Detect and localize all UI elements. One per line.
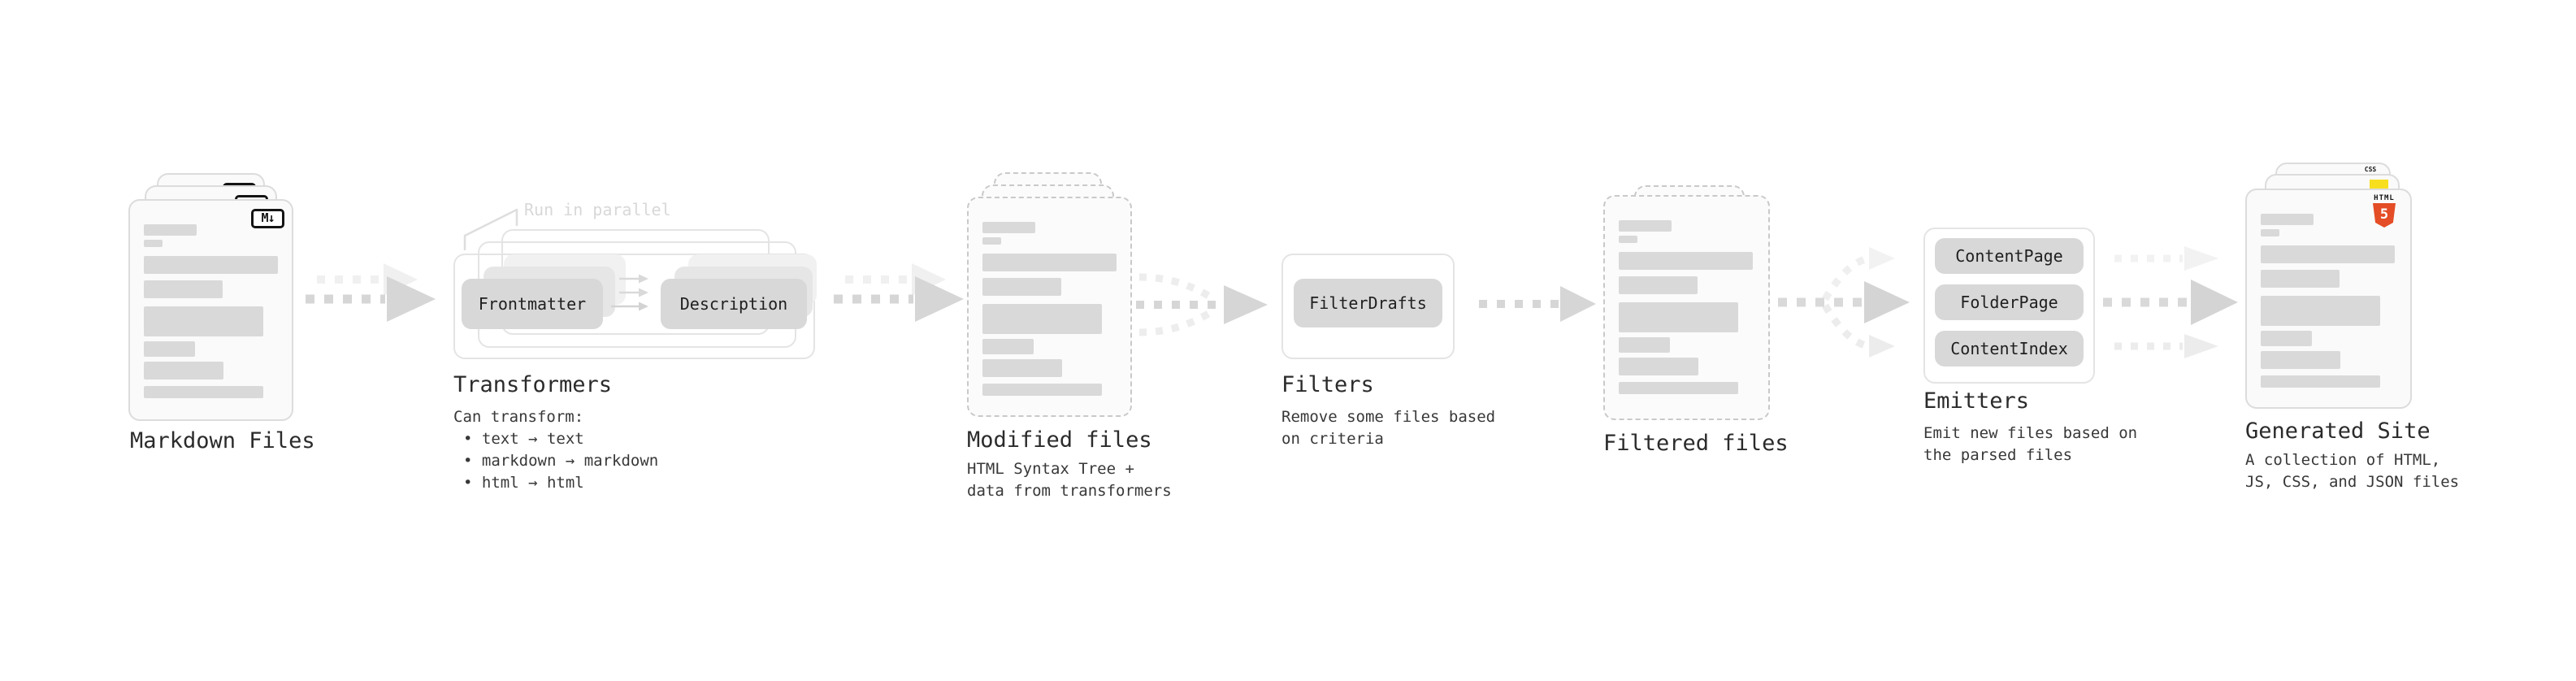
generated-site-label: Generated Site: [2245, 419, 2431, 444]
skeleton-bar: [2261, 375, 2380, 388]
skeleton-bar: [1619, 276, 1698, 294]
filter-drafts-pill: FilterDrafts: [1294, 279, 1442, 327]
skeleton-bar: [1619, 382, 1738, 394]
parallel-flow-arrows: [611, 274, 648, 311]
skeleton-bar: [144, 240, 163, 247]
file-content-skeleton: [2261, 190, 2396, 407]
transformers-container-front: [453, 254, 815, 359]
skeleton-bar: [1619, 252, 1753, 270]
arrow-markdown-to-transformers: [306, 263, 436, 322]
skeleton-bar: [1619, 302, 1738, 332]
filtered-files-label: Filtered files: [1603, 431, 1789, 456]
markdown-icon: M↓: [251, 209, 284, 228]
modified-files-description-line: HTML Syntax Tree +: [967, 460, 1134, 478]
transformers-bullet: • markdown → markdown: [463, 452, 659, 470]
emitter-folderpage-pill: FolderPage: [1935, 284, 2084, 320]
generated-site-description-line: A collection of HTML,: [2245, 451, 2441, 469]
transformers-bullet: • text → text: [463, 430, 584, 448]
skeleton-bar: [2261, 245, 2395, 263]
skeleton-bar: [144, 256, 278, 274]
modified-files-description: HTML Syntax Tree + data from transformer…: [967, 458, 1172, 502]
filters-heading: Filters: [1281, 372, 1374, 397]
css-icon-label: CSS: [2364, 166, 2377, 173]
transformer-frontmatter-pill: Frontmatter: [462, 279, 603, 329]
arrow-emitters-to-generated: [2103, 246, 2238, 358]
skeleton-bar: [144, 306, 263, 336]
transformers-heading: Transformers: [453, 372, 613, 397]
skeleton-bar: [1619, 220, 1672, 232]
transformer-description-pill: Description: [661, 279, 807, 329]
modified-files-label: Modified files: [967, 427, 1152, 453]
emitters-description: Emit new files based on the parsed files: [1923, 423, 2137, 466]
skeleton-bar: [1619, 358, 1698, 375]
skeleton-bar: [144, 341, 195, 357]
transformers-description-title: Can transform:: [453, 408, 584, 426]
skeleton-bar: [144, 280, 223, 298]
file-content-skeleton: [1619, 197, 1754, 419]
arrow-transformers-to-modified: [834, 263, 964, 322]
emitter-contentpage-pill: ContentPage: [1935, 238, 2084, 274]
run-in-parallel-connector: [463, 208, 518, 250]
generated-file-card-html: HTML 5: [2245, 189, 2412, 409]
skeleton-bar: [1619, 236, 1637, 243]
js-icon: [2370, 180, 2388, 189]
filters-description-line: Remove some files based: [1281, 408, 1496, 426]
skeleton-bar: [144, 386, 263, 398]
skeleton-bar: [982, 339, 1034, 354]
skeleton-bar: [2261, 331, 2312, 346]
skeleton-bar: [982, 384, 1102, 396]
skeleton-bar: [982, 222, 1035, 233]
skeleton-bar: [2261, 229, 2279, 236]
skeleton-bar: [1619, 337, 1670, 353]
arrow-modified-to-filters: [1136, 273, 1268, 336]
modified-file-card-front: [967, 197, 1132, 417]
skeleton-bar: [144, 224, 197, 236]
file-content-skeleton: [144, 201, 278, 419]
skeleton-bar: [982, 278, 1061, 296]
skeleton-bar: [144, 362, 223, 380]
emitters-heading: Emitters: [1923, 388, 2030, 414]
filters-description-line: on criteria: [1281, 430, 1384, 448]
skeleton-bar: [2261, 296, 2380, 326]
skeleton-bar: [2261, 214, 2314, 225]
emitters-description-line: Emit new files based on: [1923, 424, 2138, 442]
filtered-file-card-front: [1603, 195, 1770, 420]
skeleton-bar: [982, 304, 1102, 334]
run-in-parallel-label: Run in parallel: [524, 200, 671, 219]
emitter-contentindex-pill: ContentIndex: [1935, 331, 2084, 367]
markdown-files-label: Markdown Files: [130, 428, 315, 453]
skeleton-bar: [982, 359, 1062, 377]
arrow-filters-to-filtered: [1479, 286, 1596, 322]
generated-site-description: A collection of HTML, JS, CSS, and JSON …: [2245, 449, 2459, 493]
filters-description: Remove some files based on criteria: [1281, 406, 1495, 450]
skeleton-bar: [982, 254, 1117, 271]
transformers-bullet: • html → html: [463, 474, 584, 492]
html5-icon-label: HTML: [2374, 194, 2395, 202]
arrow-filtered-to-emitters: [1778, 247, 1910, 358]
emitters-description-line: the parsed files: [1923, 446, 2073, 464]
skeleton-bar: [982, 237, 1001, 245]
html5-icon: HTML 5: [2366, 194, 2402, 228]
markdown-file-card-front: M↓: [128, 199, 293, 421]
transformers-description: Can transform: • text → text • markdown …: [453, 406, 658, 494]
skeleton-bar: [2261, 351, 2340, 369]
html5-number: 5: [2379, 206, 2389, 223]
generated-site-description-line: JS, CSS, and JSON files: [2245, 473, 2460, 491]
modified-files-description-line: data from transformers: [967, 482, 1172, 500]
skeleton-bar: [2261, 270, 2340, 288]
file-content-skeleton: [982, 198, 1117, 415]
